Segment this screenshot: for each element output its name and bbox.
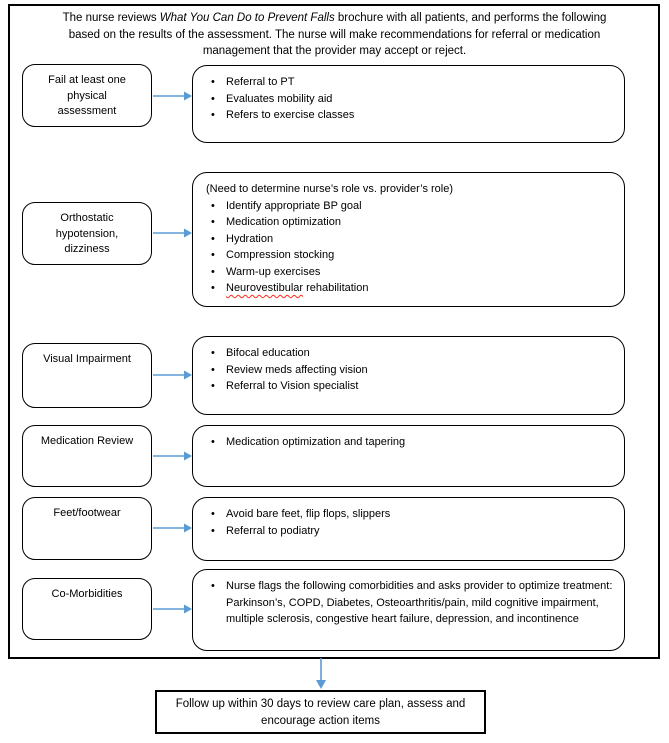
right-arrow-icon [153,451,192,461]
actions-box-visual-impairment: Bifocal education Review meds affecting … [192,336,625,415]
bullet-item: Review meds affecting vision [203,362,614,379]
condition-box-feet-footwear: Feet/footwear [22,497,152,560]
right-arrow-icon [153,228,192,238]
condition-label: Feet/footwear [53,507,121,519]
bullet-list: Identify appropriate BP goal Medication … [203,198,614,297]
misspelled-word: Neurovestibular [226,282,304,294]
condition-box-medication-review: Medication Review [22,425,152,487]
bullet-item: Evaluates mobility aid [203,91,614,108]
condition-box-visual-impairment: Visual Impairment [22,343,152,408]
condition-label: Visual Impairment [43,353,131,365]
bullet-item: Neurovestibular rehabilitation [203,280,614,297]
intro-text-before: The nurse reviews [62,12,160,24]
brochure-title: What You Can Do to Prevent Falls [159,12,335,24]
bullet-item: Identify appropriate BP goal [203,198,614,215]
bullet-list: Medication optimization and tapering [203,434,614,451]
bullet-item: Nurse flags the following comorbidities … [203,578,614,628]
condition-box-physical-assessment: Fail at least one physical assessment [22,64,152,127]
bullet-item: Medication optimization [203,214,614,231]
bullet-item: Hydration [203,231,614,248]
bullet-list: Nurse flags the following comorbidities … [203,578,614,628]
bullet-item: Compression stocking [203,247,614,264]
condition-label: Co-Morbidities [51,588,123,600]
bullet-item: Medication optimization and tapering [203,434,614,451]
down-arrow-icon [316,658,326,689]
intro-text-after: brochure with all patients, and performs… [68,12,607,57]
right-arrow-icon [153,91,192,101]
condition-label: Orthostatic hypotension, dizziness [55,212,119,255]
actions-box-feet-footwear: Avoid bare feet, flip flops, slippers Re… [192,497,625,561]
role-note: (Need to determine nurse’s role vs. prov… [206,183,454,195]
right-arrow-icon [153,604,192,614]
bullet-list: Bifocal education Review meds affecting … [203,345,614,395]
bullet-item: Avoid bare feet, flip flops, slippers [203,506,614,523]
right-arrow-icon [153,523,192,533]
condition-box-orthostatic-hypotension: Orthostatic hypotension, dizziness [22,202,152,265]
actions-box-physical-assessment: Referral to PT Evaluates mobility aid Re… [192,65,625,143]
condition-box-comorbidities: Co-Morbidities [22,578,152,640]
bullet-list: Referral to PT Evaluates mobility aid Re… [203,74,614,124]
follow-up-text: Follow up within 30 days to review care … [175,698,466,727]
bullet-item: Warm-up exercises [203,264,614,281]
follow-up-box: Follow up within 30 days to review care … [155,690,486,734]
intro-paragraph: The nurse reviews What You Can Do to Pre… [22,10,647,60]
actions-box-comorbidities: Nurse flags the following comorbidities … [192,569,625,651]
bullet-item: Referral to podiatry [203,523,614,540]
condition-label: Medication Review [40,435,134,447]
bullet-item: Refers to exercise classes [203,107,614,124]
bullet-list: Avoid bare feet, flip flops, slippers Re… [203,506,614,539]
actions-box-orthostatic-hypotension: (Need to determine nurse’s role vs. prov… [192,172,625,307]
bullet-item: Referral to PT [203,74,614,91]
bullet-item-rest: rehabilitation [303,282,369,294]
bullet-item: Referral to Vision specialist [203,378,614,395]
actions-box-medication-review: Medication optimization and tapering [192,425,625,487]
bullet-item: Bifocal education [203,345,614,362]
condition-label: Fail at least one physical assessment [48,74,126,117]
right-arrow-icon [153,370,192,380]
